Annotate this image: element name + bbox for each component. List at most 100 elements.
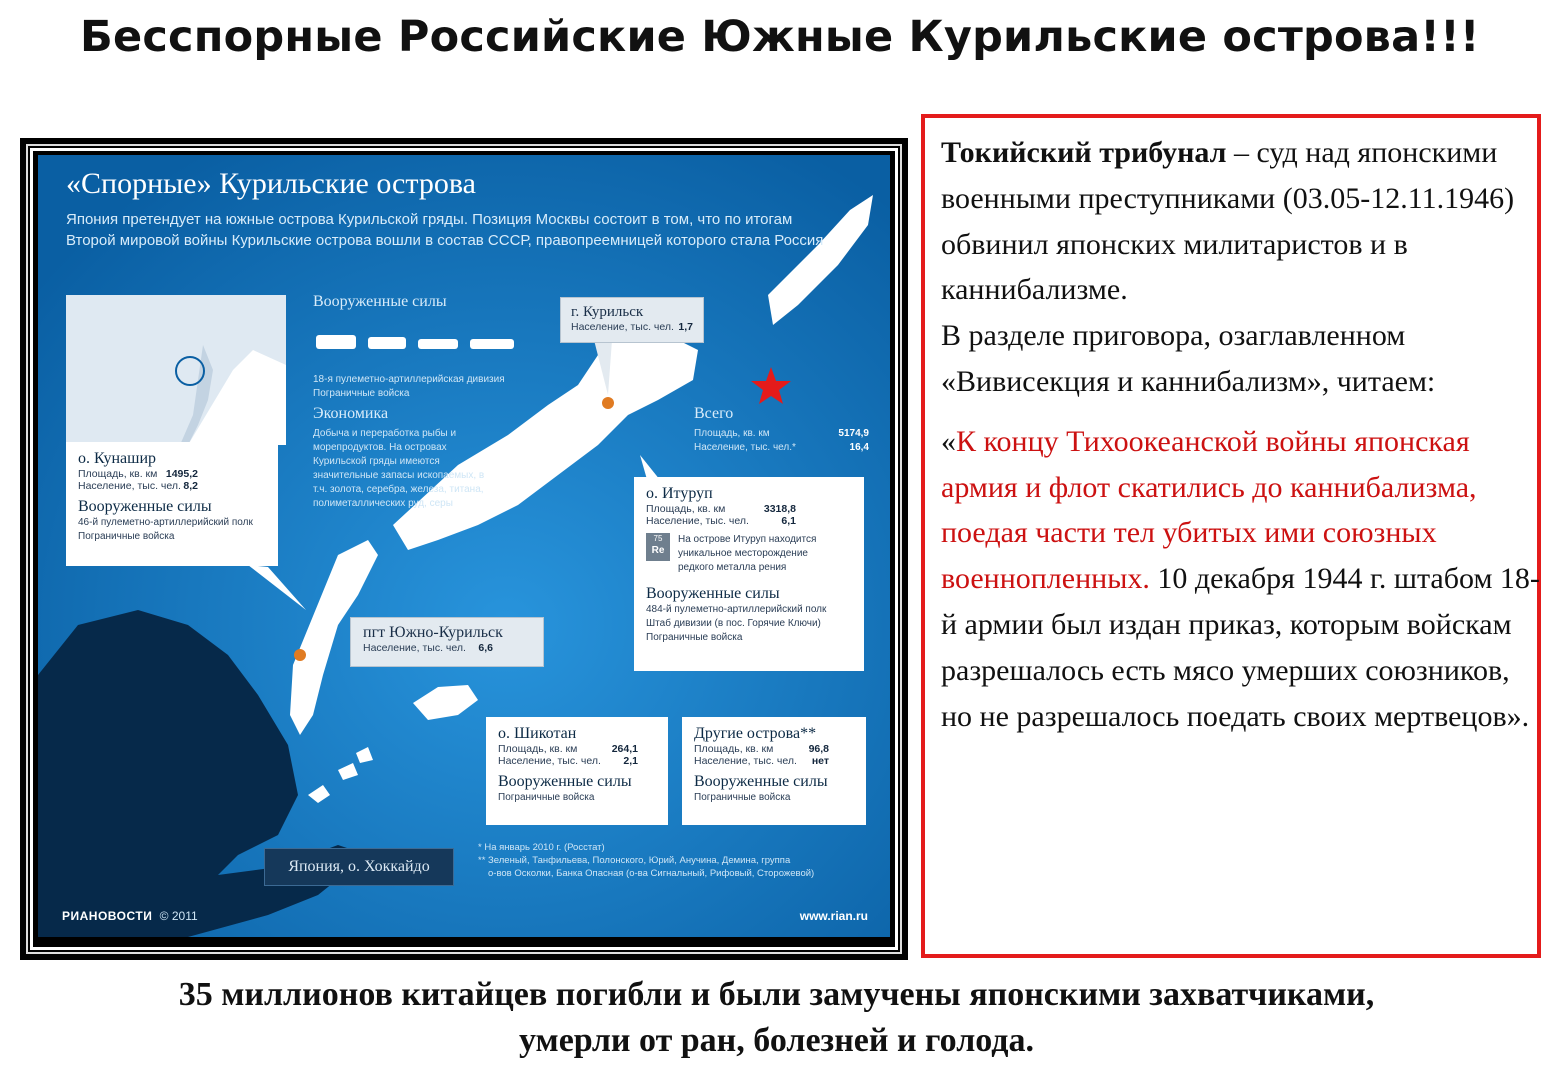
economy-text: Добыча и переработка рыбы и морепродукто… — [313, 428, 485, 509]
kurilsk-pop-label: Население, тыс. чел. — [571, 321, 674, 333]
other-islands-armed-line: Пограничные войска — [694, 792, 791, 803]
tribunal-text-panel: Токийский трибунал – суд над японскими в… — [921, 114, 1541, 958]
total-title: Всего — [694, 405, 734, 422]
kunashir-armed-title: Вооруженные силы — [78, 498, 212, 515]
shikotan-label: о. Шикотан Площадь, кв. км 264,1 Населени… — [486, 717, 668, 825]
copyright-text: © 2011 — [159, 909, 198, 923]
rhenium-note: 75 Re На острове Итуруп находится уникал… — [646, 533, 852, 575]
other-islands-area-label: Площадь, кв. км — [694, 743, 774, 755]
kunashir-island — [290, 540, 378, 735]
shikotan-pop-value: 2,1 — [623, 755, 638, 767]
iturup-title: о. Итуруп — [646, 485, 713, 502]
armed-forces-title: Вооруженные силы — [313, 293, 447, 310]
footnotes: * На январь 2010 г. (Росстат) ** Зеленый… — [478, 841, 878, 880]
kurilsk-title: г. Курильск — [571, 304, 644, 320]
kunashir-title: о. Кунашир — [78, 450, 157, 467]
rhenium-element-number: 75 — [653, 534, 663, 543]
other-islands-pop-value: нет — [811, 755, 829, 767]
yuzhno-kurilsk-marker — [294, 649, 306, 661]
publisher-url: www.rian.ru — [799, 909, 868, 923]
rhenium-element-symbol: Re — [651, 545, 665, 556]
footer-line-1: 35 миллионов китайцев погибли и были зам… — [178, 976, 1375, 1013]
panel-quote-open: « — [941, 424, 956, 458]
other-islands-area-value: 96,8 — [808, 743, 829, 755]
panel-paragraph-1: – суд над японскими военными преступника… — [941, 136, 1515, 307]
kuril-islands-infographic: «Спорные» Курильские острова Япония прет… — [38, 155, 890, 937]
publisher-credit: РИАНОВОСТИ © 2011 — [62, 909, 198, 923]
inset-map-highlight-circle — [175, 356, 205, 386]
rhenium-text: На острове Итуруп находится уникальное м… — [678, 534, 817, 573]
kunashir-pop-value: 8,2 — [183, 480, 198, 492]
panel-heading-bold: Токийский трибунал — [941, 136, 1227, 169]
kurilsk-label: г. Курильск Население, тыс. чел. 1,7 — [560, 297, 704, 343]
ria-novosti-logo: РИАНОВОСТИ — [62, 909, 153, 923]
kurilsk-marker — [602, 397, 614, 409]
iturup-armed-line: 484-й пулеметно-артиллерийский полк — [646, 604, 827, 615]
shikotan-area-value: 264,1 — [611, 743, 638, 755]
yuzhno-kurilsk-pop-label: Население, тыс. чел. — [363, 642, 466, 654]
total-pop-label: Население, тыс. чел.* — [694, 442, 796, 453]
yuzhno-kurilsk-title: пгт Южно-Курильск — [363, 624, 503, 641]
iturup-pop-label: Население, тыс. чел. — [646, 515, 749, 527]
other-islands-pop-label: Население, тыс. чел. — [694, 755, 797, 767]
panel-paragraph-2: В разделе приговора, озаглавленном «Виви… — [941, 319, 1436, 398]
total-area-label: Площадь, кв. км — [694, 428, 770, 439]
map-subtitle: Япония претендует на южные острова Курил… — [66, 211, 824, 249]
kunashir-callout-pointer — [248, 565, 306, 610]
page-headline: Бесспорные Российские Южные Курильские о… — [80, 12, 1480, 62]
total-section: Всего Площадь, кв. км 5174,9 Население, т… — [694, 405, 869, 455]
iturup-armed-line: Пограничные войска — [646, 632, 743, 643]
iturup-pop-value: 6,1 — [781, 515, 796, 527]
total-pop-value: 16,4 — [849, 442, 869, 453]
shikotan-island — [413, 685, 478, 720]
page-footer: 35 миллионов китайцев погибли и были зам… — [0, 972, 1553, 1064]
map-drawing — [38, 155, 890, 937]
footer-line-2: умерли от ран, болезней и голода. — [518, 1022, 1034, 1059]
iturup-armed-line: Штаб дивизии (в пос. Горячие Ключи) — [646, 618, 821, 629]
kunashir-label: о. Кунашир Площадь, кв. км 1495,2 Населен… — [66, 442, 278, 566]
total-area-value: 5174,9 — [838, 428, 869, 439]
economy-section: Экономика Добыча и переработка рыбы и мо… — [313, 405, 493, 511]
red-star-icon — [751, 367, 791, 404]
armed-forces-line: Пограничные войска — [313, 388, 410, 399]
urup-island — [768, 195, 873, 325]
panel-paragraph-3: 10 декабря 1944 г. штабом 18-й армии был… — [941, 562, 1540, 733]
yuzhno-kurilsk-label: пгт Южно-Курильск Население, тыс. чел. 6,… — [350, 617, 544, 667]
iturup-armed-title: Вооруженные силы — [646, 585, 780, 602]
military-vehicles-icon — [316, 335, 514, 349]
iturup-label: о. Итуруп Площадь, кв. км 3318,8 Населени… — [634, 477, 864, 671]
shikotan-title: о. Шикотан — [498, 725, 577, 742]
panel-text: Токийский трибунал – суд над японскими в… — [941, 130, 1541, 739]
footnote-line: * На январь 2010 г. (Росстат) — [478, 842, 605, 853]
armed-forces-section: Вооруженные силы 18-я пулеметно-артиллер… — [313, 293, 505, 401]
rhenium-element-icon: 75 Re — [646, 533, 670, 561]
armed-forces-line: 18-я пулеметно-артиллерийская дивизия — [313, 374, 505, 385]
map-frame-border — [30, 148, 898, 950]
other-islands-label: Другие острова** Площадь, кв. км 96,8 Нас… — [682, 717, 866, 825]
yuzhno-kurilsk-pop-value: 6,6 — [478, 642, 493, 654]
footnote-line: о-вов Осколки, Банка Опасная (о-ва Сигна… — [488, 868, 815, 879]
other-islands-armed-title: Вооруженные силы — [694, 773, 828, 790]
economy-title: Экономика — [313, 405, 389, 422]
other-islands-title: Другие острова** — [694, 725, 817, 742]
kunashir-area-label: Площадь, кв. км — [78, 468, 158, 480]
shikotan-pop-label: Население, тыс. чел. — [498, 755, 601, 767]
iturup-island — [393, 330, 698, 550]
kurilsk-pop-value: 1,7 — [678, 321, 693, 333]
habomai-islets — [308, 747, 373, 803]
iturup-area-label: Площадь, кв. км — [646, 503, 726, 515]
footnote-line: ** Зеленый, Танфильева, Полонского, Юрий… — [478, 855, 791, 866]
kunashir-armed-line: Пограничные войска — [78, 531, 175, 542]
panel-quote-red: К концу Тихоокеанской войны японская арм… — [941, 424, 1477, 596]
iturup-area-value: 3318,8 — [763, 503, 796, 515]
kunashir-armed-line: 46-й пулеметно-артиллерийский полк — [78, 517, 253, 528]
hokkaido-label: Япония, о. Хоккайдо — [264, 848, 454, 886]
hokkaido-landmass — [38, 610, 368, 937]
shikotan-area-label: Площадь, кв. км — [498, 743, 578, 755]
shikotan-armed-title: Вооруженные силы — [498, 773, 632, 790]
shikotan-armed-line: Пограничные войска — [498, 792, 595, 803]
kunashir-area-value: 1495,2 — [165, 468, 198, 480]
kurilsk-callout-pointer — [594, 340, 612, 395]
kunashir-pop-label: Население, тыс. чел. — [78, 480, 181, 492]
map-title: «Спорные» Курильские острова — [66, 167, 476, 200]
